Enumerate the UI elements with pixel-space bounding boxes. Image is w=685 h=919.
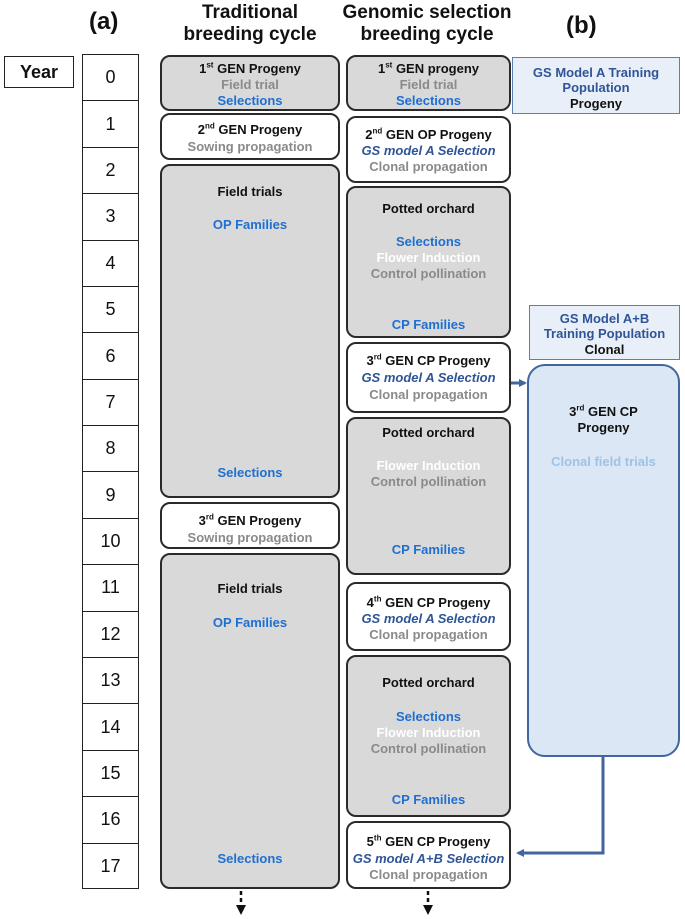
trad-gen3-title: 3rd GEN Progeny bbox=[198, 512, 302, 528]
year-cell: 6 bbox=[83, 333, 138, 380]
year-cell: 13 bbox=[83, 658, 138, 705]
gs-po2-cp: CP Families bbox=[391, 542, 466, 557]
gs-po3-selections: Selections bbox=[395, 709, 462, 724]
gs-gen2-line2: GS model A Selection bbox=[361, 143, 496, 158]
gs-po3-control: Control pollination bbox=[370, 741, 487, 756]
gs-gen2-title: 2nd GEN OP Progeny bbox=[365, 126, 492, 142]
gs-potted-orchard-1: Potted orchard Selections Flower Inducti… bbox=[346, 186, 511, 338]
genomic-header: Genomic selection breeding cycle bbox=[342, 2, 512, 45]
year-cell: 4 bbox=[83, 241, 138, 287]
gs-gen3-title: 3rd GEN CP Progeny bbox=[366, 352, 491, 368]
gs-po1-title: Potted orchard bbox=[382, 201, 475, 216]
cp-progeny-line3: Clonal field trials bbox=[551, 454, 656, 469]
trad-gen1-line2: Field trial bbox=[221, 77, 279, 92]
gs-gen5-block: 5th GEN CP Progeny GS model A+B Selectio… bbox=[346, 821, 511, 889]
year-cell: 2 bbox=[83, 148, 138, 195]
gs-gen1-block: 1st GEN progeny Field trial Selections bbox=[346, 55, 511, 111]
gs-model-a-box: GS Model A Training Population Progeny bbox=[512, 57, 680, 114]
gs-gen3-block: 3rd GEN CP Progeny GS model A Selection … bbox=[346, 342, 511, 413]
year-cell: 11 bbox=[83, 565, 138, 612]
gs-po3-title: Potted orchard bbox=[382, 675, 475, 690]
panel-label-b: (b) bbox=[566, 12, 597, 39]
year-cell: 9 bbox=[83, 473, 138, 519]
year-cell: 17 bbox=[100, 856, 121, 877]
trad-field-trials-block-2: Field trials OP Families Selections bbox=[160, 553, 340, 889]
gs-po2-control: Control pollination bbox=[370, 474, 487, 489]
trad-ft2-families: OP Families bbox=[212, 615, 288, 630]
trad-ft2-title: Field trials bbox=[217, 581, 283, 596]
gs-po3-flower: Flower Induction bbox=[376, 725, 481, 740]
gs-gen5-title: 5th GEN CP Progeny bbox=[366, 833, 491, 849]
year-cell: 12 bbox=[83, 612, 138, 659]
year-cell: 15 bbox=[83, 751, 138, 798]
trad-gen2-block: 2nd GEN Progeny Sowing propagation bbox=[160, 113, 340, 160]
year-label: Year bbox=[4, 56, 74, 88]
gs-po3-cp: CP Families bbox=[391, 792, 466, 807]
gs-po1-flower: Flower Induction bbox=[376, 250, 481, 265]
trad-field-trials-block-1: Field trials OP Families Selections bbox=[160, 164, 340, 498]
gs-model-ab-line2: Training Population bbox=[543, 326, 666, 341]
trad-gen1-title: 1st GEN Progeny bbox=[199, 60, 301, 76]
year-cell: 8 bbox=[83, 426, 138, 473]
gs-po2-flower: Flower Induction bbox=[376, 458, 481, 473]
year-cell: 5 bbox=[83, 287, 138, 334]
gs-gen2-block: 2nd GEN OP Progeny GS model A Selection … bbox=[346, 116, 511, 183]
gs-gen3-line2: GS model A Selection bbox=[361, 370, 496, 385]
year-cell: 3 bbox=[83, 194, 138, 241]
arrow-clonal-to-gen5 bbox=[516, 757, 605, 857]
gs-model-ab-box: GS Model A+B Training Population Clonal bbox=[529, 305, 680, 360]
gs-potted-orchard-3: Potted orchard Selections Flower Inducti… bbox=[346, 655, 511, 817]
trad-ft2-selections: Selections bbox=[217, 851, 283, 866]
gs-po2-title: Potted orchard bbox=[382, 425, 475, 440]
gs-potted-orchard-2: Potted orchard Flower Induction Control … bbox=[346, 417, 511, 575]
gs-gen4-line2: GS model A Selection bbox=[361, 611, 496, 626]
year-cell: 10 bbox=[83, 519, 138, 566]
gs-gen2-line3: Clonal propagation bbox=[369, 159, 488, 174]
gs-model-ab-line3: Clonal bbox=[584, 342, 625, 357]
gs-model-ab-line1: GS Model A+B bbox=[559, 311, 650, 326]
trad-ft1-families: OP Families bbox=[212, 217, 288, 232]
gs-po1-selections: Selections bbox=[395, 234, 462, 249]
gs-gen4-title: 4th GEN CP Progeny bbox=[366, 594, 491, 610]
gs-model-a-line3: Progeny bbox=[569, 96, 622, 111]
trad-gen2-line2: Sowing propagation bbox=[187, 139, 313, 154]
cp-progeny-clonal-box: 3rd GEN CP Progeny Clonal field trials bbox=[527, 364, 680, 757]
year-cell: 16 bbox=[83, 797, 138, 844]
trad-ft1-title: Field trials bbox=[217, 184, 283, 199]
gs-gen5-line3: Clonal propagation bbox=[369, 867, 488, 882]
cp-progeny-title: 3rd GEN CP bbox=[569, 403, 638, 419]
trad-gen3-line2: Sowing propagation bbox=[187, 530, 313, 545]
gs-gen4-line3: Clonal propagation bbox=[369, 627, 488, 642]
gs-gen1-line3: Selections bbox=[395, 93, 462, 108]
panel-label-a: (a) bbox=[89, 8, 119, 35]
gs-po1-control: Control pollination bbox=[370, 266, 487, 281]
year-cell: 7 bbox=[83, 380, 138, 427]
trad-gen3-block: 3rd GEN Progeny Sowing propagation bbox=[160, 502, 340, 549]
gs-model-a-line1: GS Model A Training bbox=[532, 65, 660, 80]
gs-gen5-line2: GS model A+B Selection bbox=[352, 851, 505, 866]
gs-gen1-line2: Field trial bbox=[399, 77, 458, 92]
year-cell: 0 bbox=[83, 55, 138, 102]
gs-gen3-line3: Clonal propagation bbox=[369, 387, 488, 402]
cp-progeny-line2: Progeny bbox=[577, 420, 630, 435]
year-cell: 14 bbox=[83, 704, 138, 751]
gs-model-a-line2: Population bbox=[562, 80, 630, 95]
trad-gen2-title: 2nd GEN Progeny bbox=[197, 121, 303, 137]
gs-po1-cp: CP Families bbox=[391, 317, 466, 332]
gs-gen1-title: 1st GEN progeny bbox=[377, 60, 480, 76]
gs-gen4-block: 4th GEN CP Progeny GS model A Selection … bbox=[346, 582, 511, 651]
traditional-header: Traditional breeding cycle bbox=[183, 2, 317, 45]
trad-ft1-selections: Selections bbox=[217, 465, 283, 480]
year-cell: 1 bbox=[83, 101, 138, 148]
trad-gen1-block: 1st GEN Progeny Field trial Selections bbox=[160, 55, 340, 111]
trad-gen1-line3: Selections bbox=[217, 93, 283, 108]
